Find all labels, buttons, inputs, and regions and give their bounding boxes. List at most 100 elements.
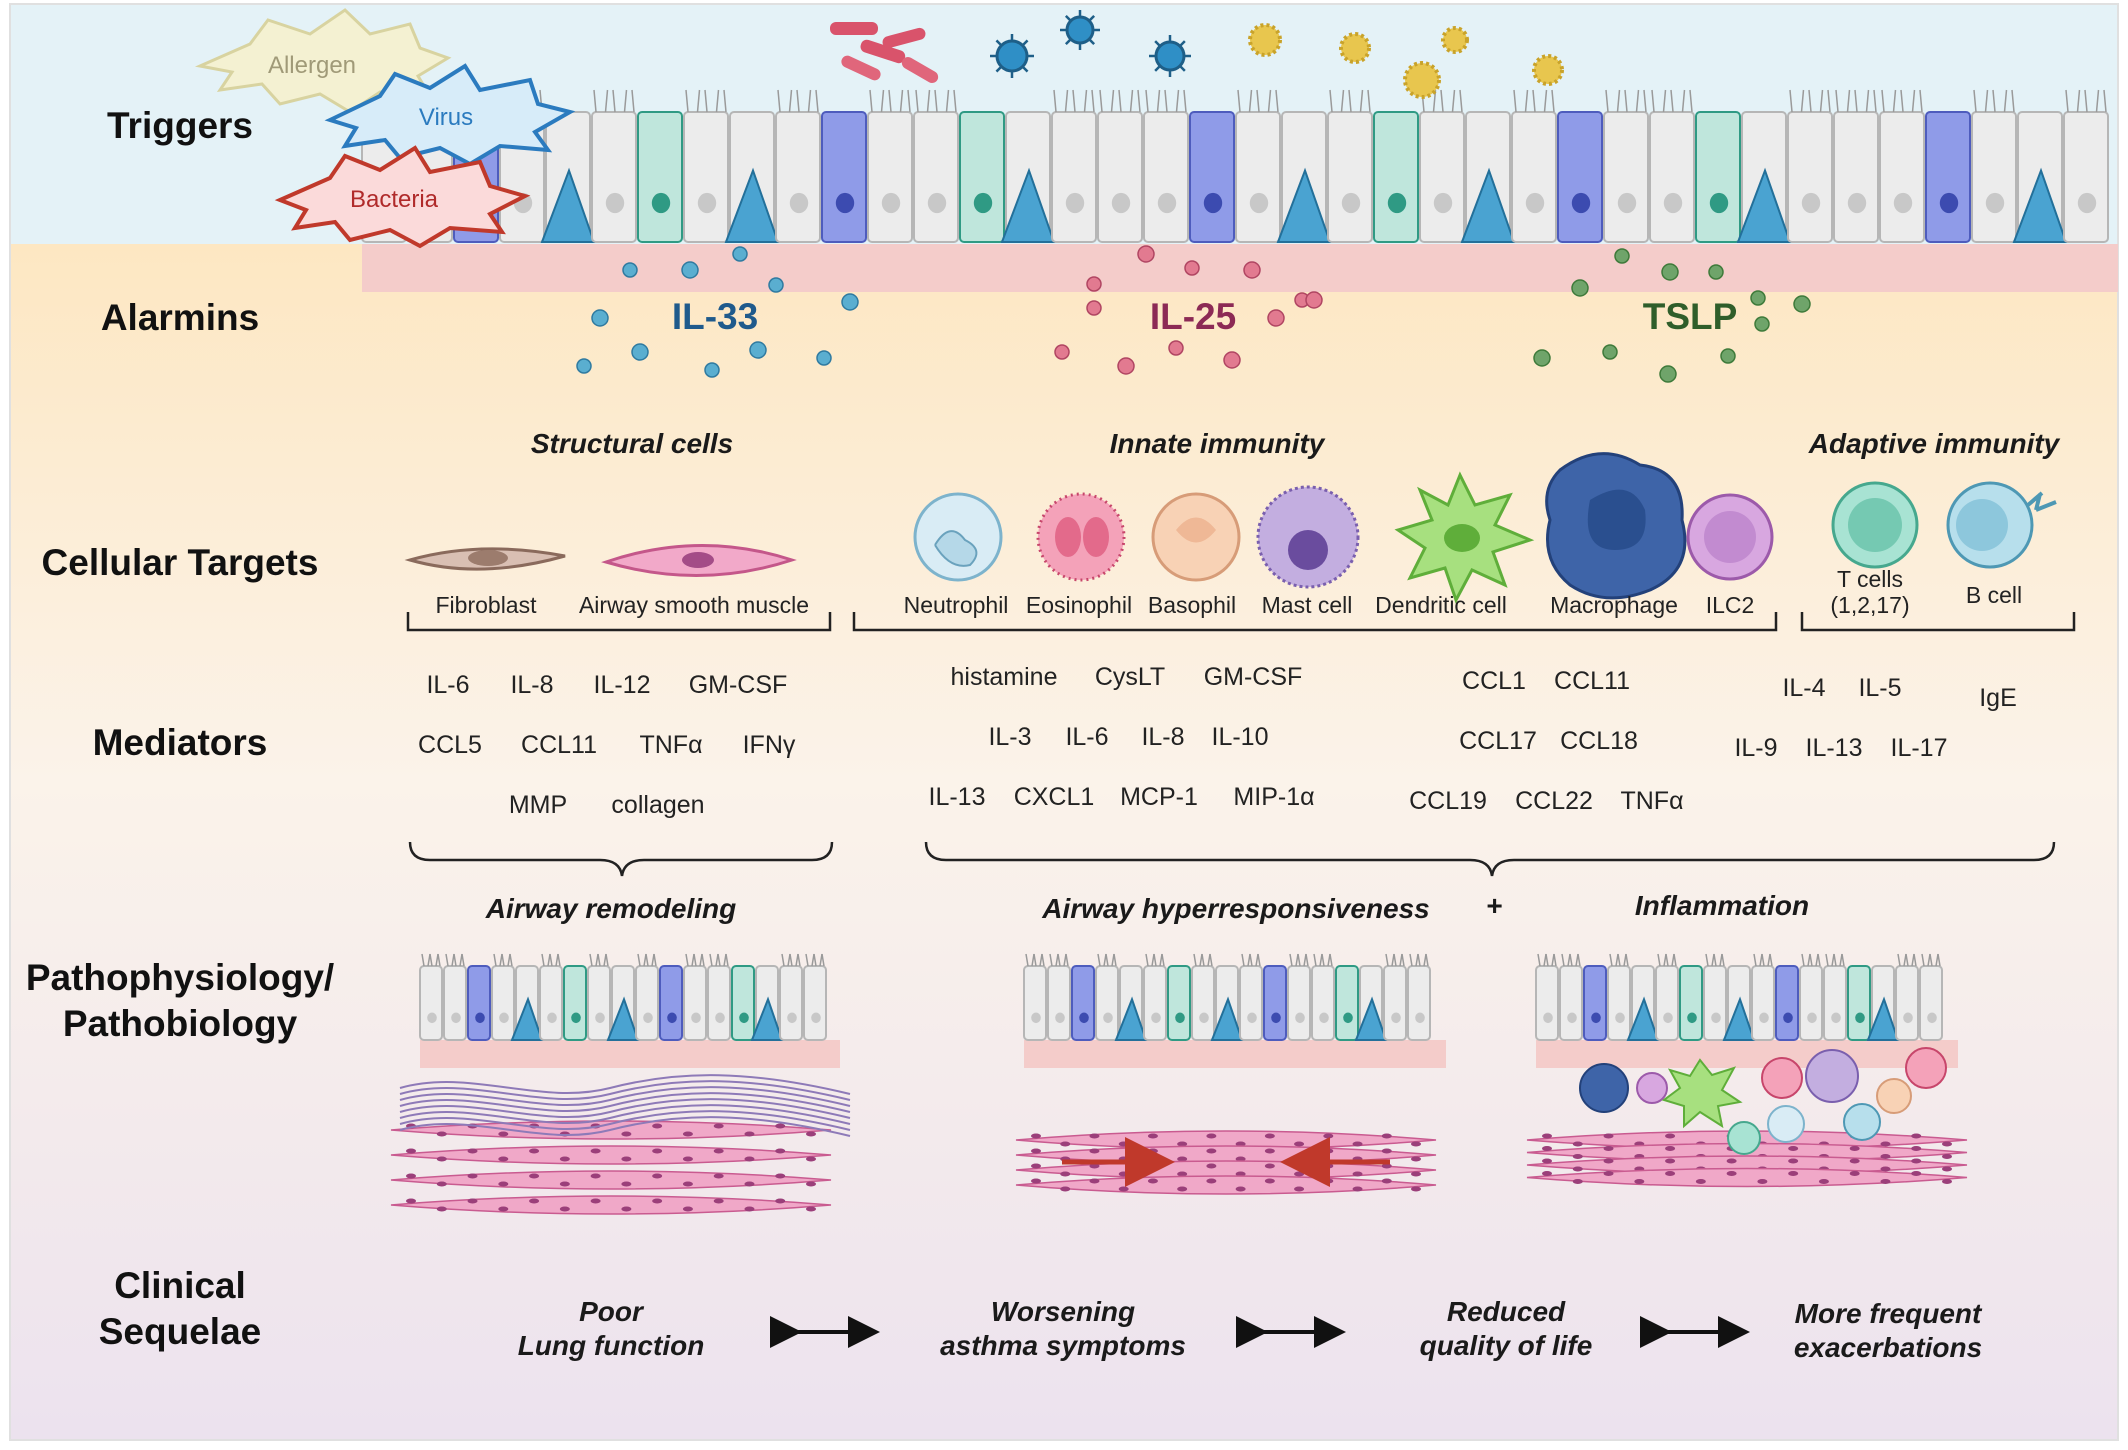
label-asm: Airway smooth muscle bbox=[578, 592, 810, 618]
mediator-structural: GM-CSF bbox=[688, 671, 788, 699]
row-label-clinical-2: Sequelae bbox=[98, 1311, 262, 1352]
label-dendritic-cell: Dendritic cell bbox=[1375, 592, 1507, 618]
alarmin-il25: IL-25 bbox=[1149, 296, 1237, 337]
row-label-triggers: Triggers bbox=[107, 105, 253, 146]
mast-cell-shape bbox=[1256, 485, 1360, 589]
sequela-line: asthma symptoms bbox=[940, 1330, 1186, 1361]
pollen-icons bbox=[1248, 23, 1564, 99]
mediator-structural: TNFα bbox=[639, 731, 703, 759]
virus-icons bbox=[990, 10, 1191, 78]
label-neutrophil: Neutrophil bbox=[903, 592, 1009, 618]
sequela-quality-of-life: Reduced quality of life bbox=[1420, 1295, 1593, 1363]
label-mast-cell: Mast cell bbox=[1261, 592, 1353, 618]
mediator-innate: MCP-1 bbox=[1120, 783, 1198, 811]
virus-burst bbox=[324, 63, 576, 167]
basophil-shape bbox=[1151, 492, 1241, 582]
mediator-innate-chemokine: CCL1 bbox=[1462, 667, 1526, 695]
macrophage-shape bbox=[1545, 452, 1687, 600]
sequela-exacerbations: More frequent exacerbations bbox=[1794, 1297, 1982, 1365]
mediator-innate: IL-10 bbox=[1211, 723, 1269, 751]
mediator-innate: CXCL1 bbox=[1013, 783, 1095, 811]
row-label-alarmins: Alarmins bbox=[100, 297, 260, 338]
mediator-adaptive: IL-13 bbox=[1805, 734, 1863, 762]
mediator-braces bbox=[408, 841, 2056, 877]
sequela-line: More frequent bbox=[1794, 1298, 1982, 1329]
bacteria-icons bbox=[830, 22, 939, 83]
sequela-lung-function: Poor Lung function bbox=[518, 1295, 705, 1363]
group-structural-cells: Structural cells bbox=[530, 428, 734, 459]
mediator-innate: histamine bbox=[950, 663, 1058, 691]
label-ilc2: ILC2 bbox=[1705, 592, 1755, 618]
patho-airway-remodeling: Airway remodeling bbox=[485, 893, 737, 924]
mediator-innate: CysLT bbox=[1094, 663, 1166, 691]
label-macrophage: Macrophage bbox=[1550, 592, 1678, 618]
mediator-structural: IL-6 bbox=[426, 671, 470, 699]
label-bcell: B cell bbox=[1965, 582, 2023, 608]
sequela-line: exacerbations bbox=[1793, 1332, 1983, 1363]
group-innate-immunity: Innate immunity bbox=[1109, 428, 1325, 459]
trigger-allergen: Allergen bbox=[267, 52, 357, 79]
label-tcells-2: (1,2,17) bbox=[1830, 592, 1910, 618]
mediator-innate-chemokine: CCL22 bbox=[1515, 787, 1593, 815]
alarmin-particles bbox=[576, 245, 1811, 383]
mediator-innate: IL-8 bbox=[1141, 723, 1185, 751]
tcell-shape bbox=[1831, 481, 1919, 569]
mediator-adaptive: IL-9 bbox=[1734, 734, 1778, 762]
mediator-adaptive: IL-4 bbox=[1782, 674, 1826, 702]
row-label-pathophysiology-1: Pathophysiology/ bbox=[25, 957, 335, 998]
alarmin-il33: IL-33 bbox=[671, 296, 759, 337]
label-fibroblast: Fibroblast bbox=[435, 592, 537, 618]
mediator-innate: IL-3 bbox=[988, 723, 1032, 751]
mediator-innate-chemokine: CCL17 bbox=[1459, 727, 1537, 755]
group-adaptive-immunity: Adaptive immunity bbox=[1808, 428, 2060, 459]
mediator-structural: IL-12 bbox=[593, 671, 651, 699]
mediator-innate: GM-CSF bbox=[1203, 663, 1303, 691]
mediator-innate: IL-6 bbox=[1065, 723, 1109, 751]
basement-membrane bbox=[362, 244, 2118, 292]
mediator-structural: IL-8 bbox=[510, 671, 554, 699]
mediator-innate-chemokine: CCL18 bbox=[1560, 727, 1638, 755]
asm-shape bbox=[601, 544, 797, 577]
mediator-adaptive: IL-5 bbox=[1858, 674, 1902, 702]
sequela-asthma-symptoms: Worsening asthma symptoms bbox=[940, 1295, 1186, 1363]
tissue-layers bbox=[390, 1074, 1968, 1215]
patho-plus-sign: + bbox=[1485, 890, 1503, 921]
alarmin-tslp: TSLP bbox=[1642, 296, 1738, 337]
row-label-clinical-1: Clinical bbox=[114, 1265, 246, 1306]
label-tcells-1: T cells bbox=[1836, 566, 1904, 592]
mediator-innate-chemokine: TNFα bbox=[1620, 787, 1684, 815]
label-basophil: Basophil bbox=[1147, 592, 1237, 618]
row-label-mediators: Mediators bbox=[92, 722, 268, 763]
patho-inflammation: Inflammation bbox=[1634, 890, 1810, 921]
sequela-line: Lung function bbox=[517, 1330, 705, 1361]
row-label-cellular-targets: Cellular Targets bbox=[41, 542, 319, 583]
fibroblast-shape bbox=[404, 547, 566, 571]
sequela-line: Poor bbox=[579, 1296, 643, 1327]
mediator-structural: CCL11 bbox=[521, 731, 597, 759]
inflammatory-cell-cluster bbox=[1579, 1047, 1947, 1155]
trigger-virus: Virus bbox=[418, 104, 474, 131]
sequela-line: Worsening bbox=[990, 1296, 1136, 1327]
eosinophil-shape bbox=[1036, 492, 1126, 582]
target-brackets bbox=[406, 612, 2076, 632]
lower-band bbox=[10, 244, 2118, 1440]
mini-epithelia bbox=[419, 953, 1958, 1068]
label-eosinophil: Eosinophil bbox=[1025, 592, 1133, 618]
patho-airway-hyperresponsiveness: Airway hyperresponsiveness bbox=[1042, 893, 1430, 924]
sequela-line: quality of life bbox=[1419, 1330, 1593, 1361]
row-label-pathophysiology-2: Pathobiology bbox=[62, 1003, 298, 1044]
ilc2-shape bbox=[1686, 493, 1774, 581]
neutrophil-shape bbox=[913, 492, 1003, 582]
bcell-shape bbox=[1946, 481, 2057, 569]
mediator-innate-chemokine: CCL11 bbox=[1554, 667, 1630, 695]
mediator-structural: MMP bbox=[508, 791, 568, 819]
mediator-structural: IFNγ bbox=[742, 731, 796, 759]
sequela-line: Reduced bbox=[1446, 1296, 1566, 1327]
mediator-structural: CCL5 bbox=[418, 731, 482, 759]
mediator-innate: MIP-1α bbox=[1233, 783, 1315, 811]
trigger-bacteria: Bacteria bbox=[349, 186, 439, 213]
mediator-structural: collagen bbox=[611, 791, 705, 819]
mediator-adaptive: IgE bbox=[1979, 684, 2017, 712]
